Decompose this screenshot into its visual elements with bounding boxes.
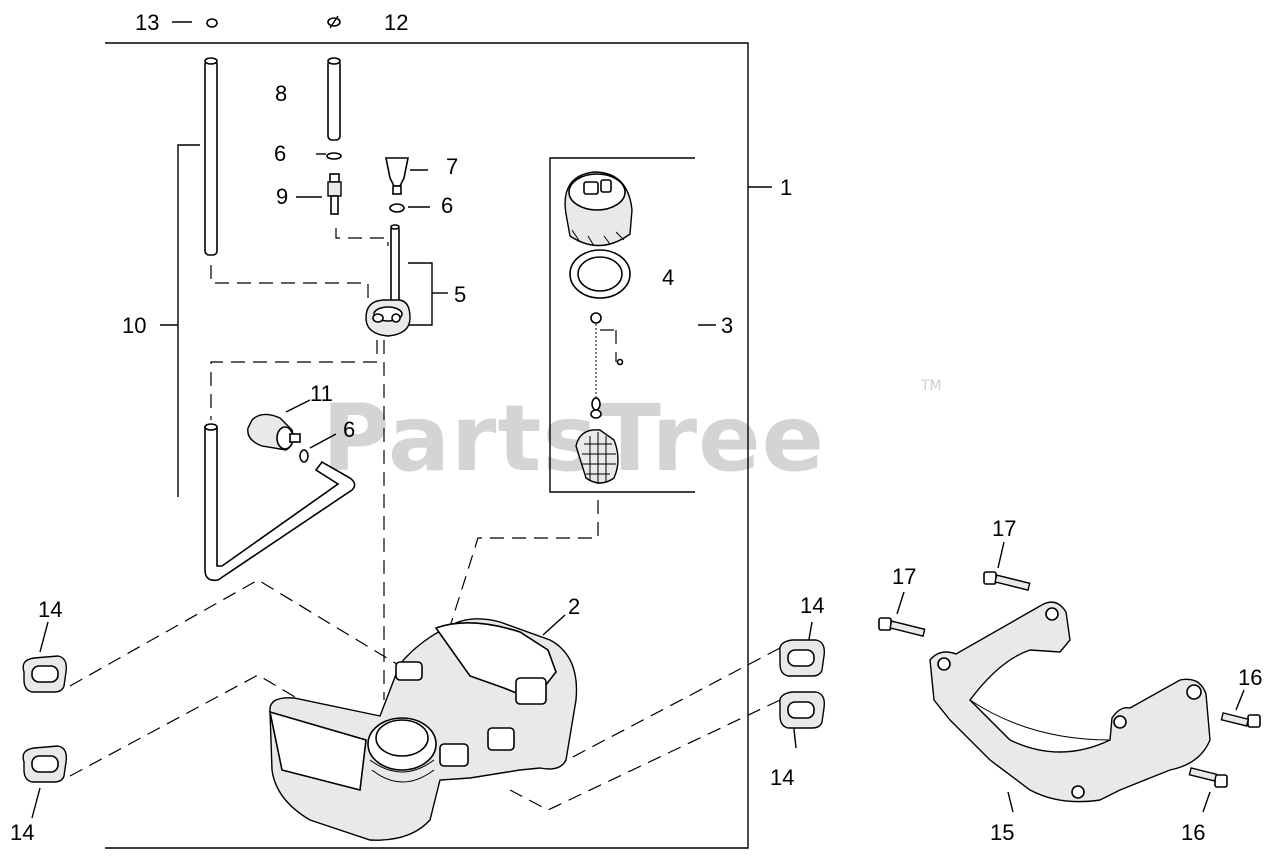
o-ring-icon — [326, 152, 342, 160]
cap-kit-frame — [549, 157, 695, 493]
leader-lines — [31, 21, 1245, 819]
cap-gasket-icon — [569, 249, 631, 299]
callout-6: 6 — [441, 193, 453, 218]
callout-12: 12 — [384, 10, 408, 35]
callout-14: 14 — [38, 597, 62, 622]
grommet-bracket — [408, 262, 448, 326]
rubber-mount-icon — [22, 655, 68, 693]
return-hose-icon — [204, 57, 218, 256]
rubber-mount-icon — [779, 691, 826, 729]
pickup-hose-icon — [204, 423, 356, 582]
callout-16: 16 — [1238, 665, 1262, 690]
assembly-guides — [69, 228, 781, 811]
bolt-icon — [878, 617, 926, 637]
o-ring-icon — [299, 449, 309, 463]
fuel-cap-icon — [564, 171, 633, 247]
callout-9: 9 — [276, 184, 288, 209]
callout-17: 17 — [892, 564, 916, 589]
fuel-filter-icon — [247, 413, 301, 451]
callouts: 13 12 8 6 7 9 6 1 4 5 10 3 11 6 2 14 14 … — [10, 10, 1262, 845]
callout-1: 1 — [780, 175, 792, 200]
vent-filter-icon — [385, 157, 409, 195]
watermark: PartsTree — [322, 385, 825, 492]
callout-2: 2 — [568, 594, 580, 619]
hose-clip-icon — [327, 15, 341, 29]
callout-16: 16 — [1181, 820, 1205, 845]
callout-8: 8 — [275, 81, 287, 106]
callout-10: 10 — [122, 313, 146, 338]
assembly-frame — [105, 42, 772, 849]
watermark-trademark: TM — [920, 378, 942, 394]
callout-17: 17 — [992, 516, 1016, 541]
bolt-icon — [1220, 712, 1261, 728]
o-ring-icon — [389, 203, 405, 213]
callout-6: 6 — [343, 417, 355, 442]
callout-15: 15 — [990, 820, 1014, 845]
bolt-icon — [983, 571, 1031, 591]
callout-7: 7 — [446, 154, 458, 179]
callout-5: 5 — [454, 282, 466, 307]
fuel-hose-icon — [327, 57, 341, 141]
tank-grommet-icon — [365, 224, 411, 337]
callout-13: 13 — [135, 10, 159, 35]
hose-fitting-icon — [327, 173, 342, 215]
rubber-mount-icon — [22, 745, 68, 783]
fuel-tank-icon — [268, 618, 578, 841]
small-grommet-icon — [206, 18, 218, 28]
fuel-strainer-icon — [575, 312, 624, 484]
hose-bracket — [160, 144, 200, 497]
bolt-icon — [1188, 767, 1228, 788]
callout-4: 4 — [662, 265, 674, 290]
callout-3: 3 — [721, 313, 733, 338]
callout-11: 11 — [310, 381, 333, 406]
callout-14: 14 — [800, 593, 824, 618]
rubber-mount-icon — [779, 639, 826, 677]
callout-14: 14 — [10, 820, 34, 845]
callout-6: 6 — [274, 141, 286, 166]
callout-14: 14 — [770, 765, 794, 790]
tank-bracket-icon — [929, 601, 1211, 803]
